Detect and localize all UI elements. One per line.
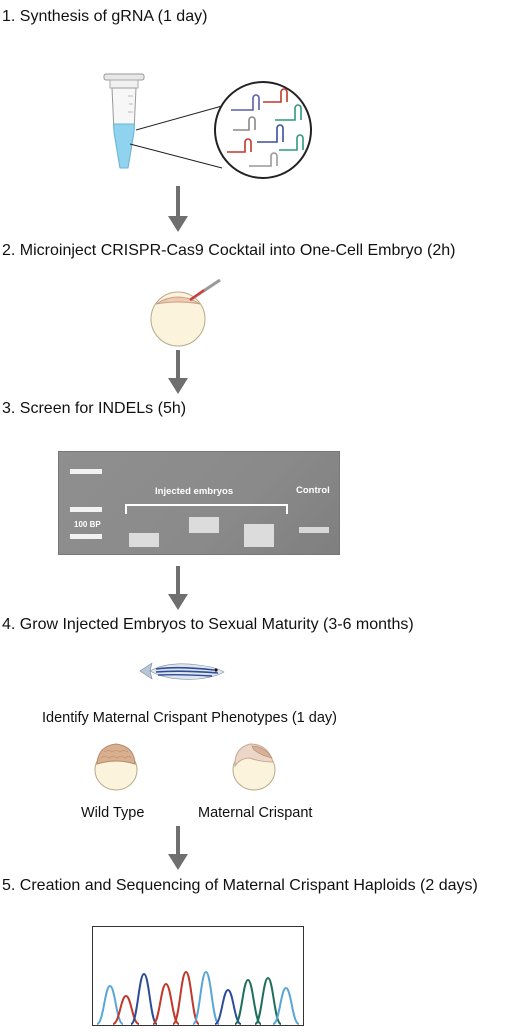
arrow-down-icon [168,566,188,610]
ladder-band [70,507,102,512]
maternal-crispant-embryo-icon [232,743,276,791]
ladder-band [70,469,102,474]
one-cell-embryo-icon [150,278,221,347]
injected-embryos-label: Injected embryos [155,486,234,497]
grna-magnification-circle [214,81,312,179]
chromatogram-peak [172,970,200,1025]
chromatogram-peak [152,982,180,1025]
sample-band [244,524,274,547]
chromatogram-peak [254,976,282,1025]
microcentrifuge-tube-icon [103,73,223,169]
wild-type-embryo-icon [94,743,138,791]
chromatogram-peak [214,988,242,1025]
gel-electrophoresis: 100 BP Injected embryos Control [58,451,340,555]
sample-band [189,517,219,533]
sequencing-chromatogram [92,926,304,1026]
chromatogram-peak [234,978,262,1025]
step-4-title: 4. Grow Injected Embryos to Sexual Matur… [2,616,414,633]
zebrafish-icon [139,662,225,680]
phenotype-title: Identify Maternal Crispant Phenotypes (1… [42,710,337,726]
wild-type-label: Wild Type [81,805,145,821]
step-5-title: 5. Creation and Sequencing of Maternal C… [2,877,478,894]
step-3-title: 3. Screen for INDELs (5h) [2,400,187,417]
arrow-down-icon [168,350,188,394]
arrow-down-icon [168,186,188,232]
control-band [299,527,329,533]
bracket-icon [125,504,288,514]
chromatogram-peak [192,970,220,1025]
sample-band [129,533,159,547]
arrow-down-icon [168,826,188,870]
step-2-title: 2. Microinject CRISPR-Cas9 Cocktail into… [2,242,456,259]
chromatogram-peak [130,972,158,1025]
chromatogram-peak [272,986,300,1025]
ladder-band [70,534,102,539]
step-1-title: 1. Synthesis of gRNA (1 day) [2,8,208,25]
ladder-label: 100 BP [74,520,101,529]
maternal-crispant-label: Maternal Crispant [198,805,313,821]
control-label: Control [296,485,330,496]
